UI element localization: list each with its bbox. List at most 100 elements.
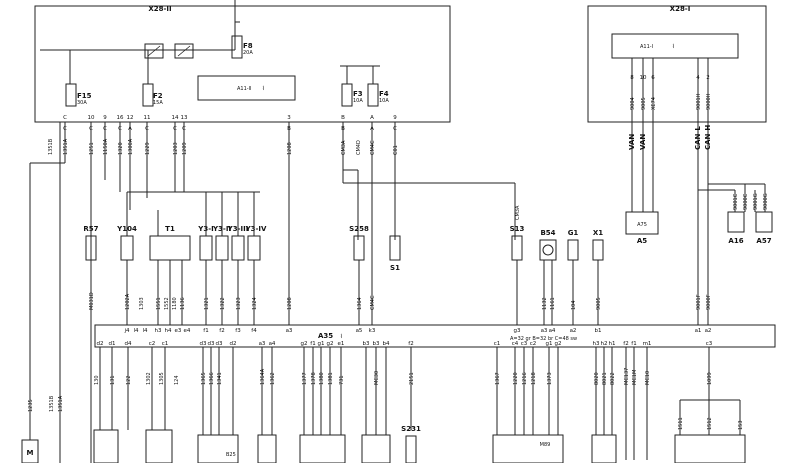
- svg-text:F15: F15: [77, 92, 92, 100]
- svg-text:8020: 8020: [594, 372, 600, 385]
- svg-text:1203: 1203: [173, 142, 179, 155]
- svg-text:a4: a4: [549, 328, 556, 334]
- bottom-sensor-1: [93, 429, 119, 463]
- x28-1-wire-labels: 9004 9005 XE74 9001H 9000H VAN VAN CAN-L…: [628, 93, 712, 150]
- svg-text:a5: a5: [356, 328, 363, 334]
- svg-text:b3: b3: [363, 341, 370, 347]
- a5-label: A5: [637, 237, 647, 245]
- svg-text:CAN-H: CAN-H: [704, 125, 712, 150]
- svg-text:1218: 1218: [531, 372, 537, 385]
- svg-text:d3: d3: [200, 341, 207, 347]
- svg-text:153: 153: [738, 420, 744, 430]
- svg-text:1367: 1367: [495, 372, 501, 385]
- svg-text:8022: 8022: [610, 372, 616, 385]
- svg-text:M031D: M031D: [89, 292, 95, 310]
- svg-text:g2: g2: [327, 341, 334, 347]
- svg-text:1381: 1381: [328, 372, 334, 385]
- svg-text:g1: g1: [318, 341, 325, 347]
- svg-text:2151: 2151: [409, 372, 415, 385]
- svg-text:1380: 1380: [319, 372, 325, 385]
- svg-text:d2: d2: [97, 341, 104, 347]
- svg-text:c2: c2: [530, 341, 537, 347]
- y3-4-injector: [247, 235, 261, 261]
- motor-left: [21, 439, 39, 463]
- a16-a57-wire-labels: 9001C 9000C 9001G 9000G: [733, 193, 769, 210]
- svg-text:c1: c1: [494, 341, 501, 347]
- bottom-connector-2: [674, 434, 746, 463]
- a16-box: [727, 211, 745, 233]
- svg-text:MC1M: MC1M: [632, 370, 638, 385]
- svg-text:f1: f1: [631, 341, 636, 347]
- svg-text:C01: C01: [393, 145, 399, 155]
- svg-text:1341: 1341: [217, 372, 223, 385]
- svg-text:MC30: MC30: [374, 371, 380, 385]
- sensor-symbol: ⌇: [262, 85, 265, 92]
- sensor-symbol-2: ⌇: [672, 43, 675, 50]
- svg-text:9: 9: [393, 115, 397, 121]
- svg-text:f1: f1: [310, 341, 315, 347]
- svg-text:9001F: 9001F: [696, 294, 702, 310]
- svg-text:1180: 1180: [172, 297, 178, 310]
- svg-text:1220: 1220: [513, 372, 519, 385]
- svg-text:1324: 1324: [252, 297, 258, 310]
- svg-text:B25: B25: [226, 452, 236, 458]
- x28-1-enclosure: [587, 5, 767, 123]
- svg-text:A35: A35: [318, 332, 333, 340]
- top-wire-labels: 1351B 1351A 1251 1150A 1320 1300A 1229 1…: [48, 138, 399, 155]
- svg-text:VAN: VAN: [639, 134, 647, 150]
- svg-text:C: C: [63, 115, 67, 121]
- svg-text:1377: 1377: [302, 372, 308, 385]
- svg-text:b3: b3: [373, 341, 380, 347]
- svg-text:XE74: XE74: [651, 97, 657, 110]
- svg-text:1132: 1132: [542, 297, 548, 310]
- svg-text:1251: 1251: [89, 142, 95, 155]
- a35-module: [94, 324, 776, 348]
- svg-text:e3: e3: [175, 328, 182, 334]
- svg-text:g3: g3: [514, 328, 521, 334]
- svg-text:l4: l4: [142, 328, 148, 334]
- svg-text:1136: 1136: [180, 297, 186, 310]
- svg-text:131: 131: [110, 375, 116, 385]
- svg-text:G1: G1: [568, 229, 579, 237]
- bottom-sensor-5: [361, 434, 391, 463]
- svg-text:d3: d3: [208, 341, 215, 347]
- fuse-f4: [367, 83, 379, 107]
- s1-switch: [389, 235, 401, 261]
- svg-text:Y3-IV: Y3-IV: [245, 225, 267, 233]
- svg-text:30A: 30A: [77, 100, 87, 106]
- svg-text:1208: 1208: [287, 297, 293, 310]
- svg-text:1351A: 1351A: [58, 395, 64, 412]
- svg-text:h4: h4: [165, 328, 172, 334]
- svg-text:b4: b4: [383, 341, 390, 347]
- svg-text:l4: l4: [133, 328, 139, 334]
- svg-text:9000F: 9000F: [706, 294, 712, 310]
- svg-text:9000G: 9000G: [763, 193, 769, 210]
- svg-text:g2: g2: [555, 341, 562, 347]
- svg-text:1321: 1321: [204, 297, 210, 310]
- svg-text:j4: j4: [123, 328, 130, 334]
- svg-text:a3: a3: [541, 328, 548, 334]
- svg-text:f2: f2: [623, 341, 628, 347]
- fuse-f15: [65, 83, 77, 107]
- svg-text:10A: 10A: [379, 98, 389, 104]
- svg-text:f2: f2: [219, 328, 224, 334]
- svg-text:1365: 1365: [201, 372, 207, 385]
- svg-text:1364: 1364: [357, 297, 363, 310]
- m89-box: [492, 434, 564, 463]
- svg-text:14: 14: [172, 115, 179, 121]
- x28-2-wires: [29, 122, 516, 463]
- svg-text:S1: S1: [390, 264, 400, 272]
- svg-text:b1: b1: [595, 328, 602, 334]
- svg-text:16: 16: [117, 115, 124, 121]
- svg-text:1351B: 1351B: [49, 395, 55, 412]
- svg-text:CM4C: CM4C: [370, 140, 376, 155]
- svg-text:A: A: [370, 115, 374, 121]
- svg-text:104: 104: [571, 300, 577, 310]
- svg-text:M: M: [27, 449, 34, 457]
- bottom-sensor-2: [145, 429, 173, 463]
- svg-text:e1: e1: [338, 341, 345, 347]
- svg-text:X1: X1: [593, 229, 603, 237]
- bottom-sensor-4: [299, 434, 346, 463]
- s13-switch: [511, 235, 523, 261]
